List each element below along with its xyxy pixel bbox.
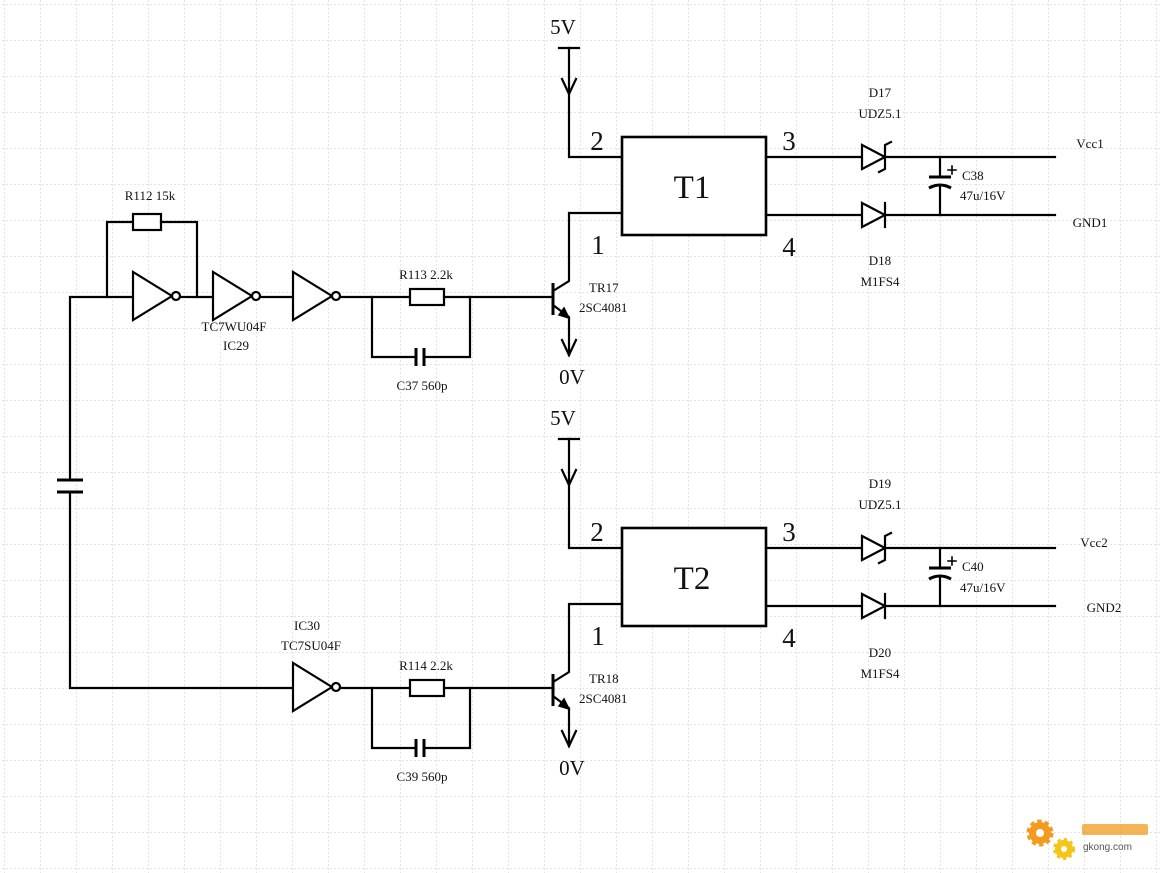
supply-arrow — [560, 468, 578, 488]
rectifier-ref-label: D20 — [869, 645, 891, 660]
supply-label: 5V — [550, 406, 576, 430]
supply-label: 5V — [550, 15, 576, 39]
transistor-ref-label: TR17 — [589, 280, 619, 295]
upper-channel: R112 15k TC7WU04F IC29 R113 2.2k C37 560… — [105, 15, 1108, 393]
vcc-label: Vcc1 — [1076, 136, 1103, 151]
watermark-logo: gkong.com — [1026, 819, 1148, 860]
speedup-cap-label: C37 560p — [397, 378, 448, 393]
ground-label: 0V — [559, 365, 585, 389]
zener-diode — [860, 143, 888, 171]
inverter-2-bubble — [250, 290, 262, 302]
speedup-cap-wire-right — [422, 295, 472, 359]
transistor-part-label: 2SC4081 — [579, 300, 627, 315]
transistor-collector — [551, 211, 624, 293]
gear-icon — [1053, 838, 1075, 860]
feedback-wire — [105, 220, 135, 299]
transistor-part-label: 2SC4081 — [579, 691, 627, 706]
pin-4-label: 4 — [782, 232, 796, 262]
zener-diode — [860, 534, 888, 562]
base-resistor-label: R113 2.2k — [399, 267, 453, 282]
feedback-resistor — [131, 212, 163, 232]
inverter-1-bubble — [170, 290, 182, 302]
zener-part-label: UDZ5.1 — [859, 106, 902, 121]
inverter-3 — [291, 270, 335, 322]
output-cap-value-label: 47u/16V — [960, 188, 1006, 203]
pin-1-label: 1 — [591, 230, 605, 260]
input-wire-lower — [68, 490, 295, 690]
pin-1-label: 1 — [591, 621, 605, 651]
feedback-resistor-label: R112 15k — [125, 188, 176, 203]
ground-arrow — [560, 338, 578, 358]
speedup-cap-label: C39 560p — [397, 769, 448, 784]
vcc-label: Vcc2 — [1080, 535, 1107, 550]
transformer-box — [620, 135, 768, 237]
inverter-2 — [211, 270, 255, 322]
pin-3-label: 3 — [782, 126, 796, 156]
base-resistor-label: R114 2.2k — [399, 658, 453, 673]
feedback-wire-return — [159, 220, 199, 299]
base-resistor — [408, 678, 446, 698]
supply-wire — [567, 437, 624, 550]
speedup-cap-wire-left — [370, 295, 418, 359]
gnd-label: GND2 — [1087, 600, 1122, 615]
inverter-ref-label: IC29 — [223, 338, 249, 353]
pin-4-label: 4 — [782, 623, 796, 653]
pin-3-label: 3 — [782, 517, 796, 547]
output-cap-value-label: 47u/16V — [960, 580, 1006, 595]
output-cap-plus-mark — [947, 556, 957, 566]
transistor-ref-label: TR18 — [589, 671, 619, 686]
output-cap-ref-label: C40 — [962, 559, 984, 574]
base-resistor — [408, 287, 446, 307]
rectifier-diode — [860, 201, 888, 229]
input-wire-left — [68, 295, 135, 482]
ground-label: 0V — [559, 756, 585, 780]
gear-icon — [1026, 819, 1054, 847]
output-cap-plus-mark — [947, 165, 957, 175]
transistor-collector — [551, 602, 624, 684]
gnd-label: GND1 — [1073, 215, 1108, 230]
lower-channel: IC30 TC7SU04F R114 2.2k C39 560p TR18 2S… — [281, 406, 1121, 784]
zener-part-label: UDZ5.1 — [859, 497, 902, 512]
inverter-3-bubble — [330, 290, 342, 302]
rectifier-part-label: M1FS4 — [860, 274, 900, 289]
ground-arrow — [560, 729, 578, 749]
inverter-1 — [131, 270, 175, 322]
rectifier-ref-label: D18 — [869, 253, 891, 268]
supply-wire — [567, 46, 624, 159]
transformer-name: T1 — [674, 170, 711, 206]
rectifier-part-label: M1FS4 — [860, 666, 900, 681]
supply-arrow — [560, 77, 578, 97]
zener-ref-label: D17 — [869, 85, 892, 100]
inverter-bubble — [330, 681, 342, 693]
inverter-part-label: TC7WU04F — [202, 319, 267, 334]
output-cap-ref-label: C38 — [962, 168, 984, 183]
inverter — [291, 661, 335, 713]
watermark-site: gkong.com — [1083, 842, 1132, 853]
transformer-name: T2 — [674, 561, 711, 597]
inverter-part-label: TC7SU04F — [281, 638, 341, 653]
input-network — [57, 295, 295, 690]
pin-2-label: 2 — [590, 126, 604, 156]
inverter-ref-label: IC30 — [294, 618, 320, 633]
watermark-cn-lettering — [1082, 824, 1148, 835]
pin-2-label: 2 — [590, 517, 604, 547]
speedup-cap-wire-left — [370, 686, 418, 750]
emitter-arrow — [557, 306, 571, 320]
zener-ref-label: D19 — [869, 476, 891, 491]
rectifier-diode — [860, 592, 888, 620]
transformer-box — [620, 526, 768, 628]
speedup-cap-wire-right — [422, 686, 472, 750]
emitter-arrow — [557, 697, 571, 711]
